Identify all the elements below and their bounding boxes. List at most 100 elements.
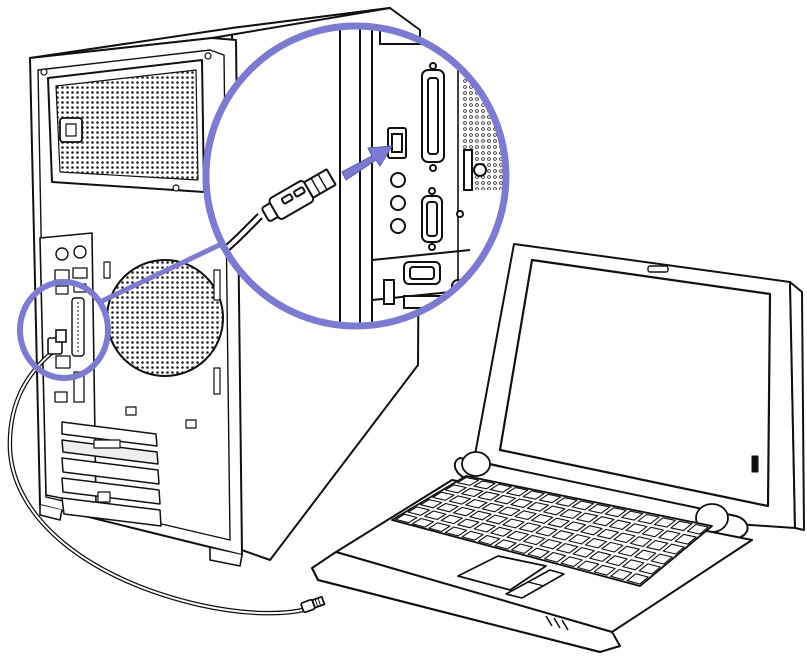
keyboard-key [560, 556, 583, 568]
keyboard-key [444, 484, 467, 494]
keyboard-key [440, 514, 463, 525]
keyboard-key [617, 545, 640, 557]
keyboard-key [626, 573, 649, 585]
keyboard-key [436, 502, 459, 513]
keyboard-key [493, 494, 517, 505]
keyboard-key [621, 510, 644, 521]
keyboard-key [469, 510, 492, 521]
keyboard-key [444, 526, 468, 537]
keyboard-key [535, 526, 558, 537]
psu-fan-grille [55, 69, 199, 181]
keyboard-key [518, 522, 542, 533]
keyboard-key [510, 543, 534, 554]
keyboard-key [596, 528, 619, 540]
usb-plug-large [261, 168, 337, 222]
keyboard-key [490, 526, 513, 537]
expansion-slots [61, 421, 162, 527]
keyboard-key [604, 507, 627, 518]
keyboard-key [634, 549, 657, 561]
status-lights [545, 615, 569, 631]
usb-port-icon [47, 329, 67, 355]
keyboard-key [577, 560, 600, 572]
keyboard-key [424, 510, 447, 521]
keyboard-key [448, 495, 471, 505]
keyboard-key [576, 512, 599, 523]
keyboard-key [465, 499, 488, 509]
keyboard-key [563, 521, 587, 532]
keyboard-key [461, 487, 484, 498]
keyboard-key [588, 503, 611, 514]
laptop-touchpad [457, 555, 547, 591]
power-supply [40, 52, 212, 193]
keyboard-key [452, 506, 476, 517]
port-highlight [17, 279, 111, 381]
keyboard-key [395, 513, 418, 524]
laptop-screen [498, 258, 772, 508]
keyboard-key [477, 491, 500, 501]
keyboard-key [489, 483, 512, 493]
keyboard-key [407, 506, 430, 516]
keyboard-key [572, 547, 595, 558]
keyboard-key [526, 501, 549, 512]
usb-cable-callout [206, 168, 337, 266]
keyboard-key [481, 502, 504, 513]
keyboard-key [510, 498, 533, 508]
keyboard-key [605, 555, 628, 567]
keyboard-key [592, 516, 615, 527]
laptop [311, 243, 805, 653]
callout-magnifier [202, 22, 510, 330]
keyboard-key [411, 517, 435, 528]
usb-cable [7, 329, 326, 616]
keyboard-key [662, 543, 685, 555]
keyboard-key [674, 533, 697, 545]
keyboard-key [584, 537, 607, 549]
keyboard-key [522, 490, 545, 500]
keyboard-key [419, 499, 443, 509]
keyboard-key [641, 526, 664, 538]
keyboard-key [531, 513, 554, 524]
keyboard-keys [395, 476, 709, 585]
keyboard-key [650, 553, 673, 565]
keyboard-key [527, 547, 550, 559]
laptop-lid-back-edge [789, 281, 805, 531]
keyboard-key [506, 530, 529, 541]
keyboard-key [494, 539, 517, 550]
keyboard-key [580, 525, 603, 536]
keyboard-key [523, 534, 546, 546]
arrow-icon [341, 145, 393, 181]
keyboard-key [539, 493, 562, 504]
keyboard-key [589, 551, 612, 562]
keyboard-key [637, 513, 660, 525]
keyboard-key [593, 564, 616, 576]
keyboard-key [456, 476, 480, 486]
keyboard-key [477, 534, 501, 546]
keyboard-key [670, 520, 693, 532]
keyboard-key [432, 491, 455, 501]
keyboard-key [514, 510, 537, 521]
keyboard-key [473, 522, 496, 533]
keyboard-key [559, 509, 582, 519]
keyboard-key [485, 514, 509, 525]
keyboard-key [629, 536, 652, 547]
keyboard-key [498, 506, 521, 517]
keyboard-key [610, 568, 633, 581]
keyboard-key [428, 522, 451, 533]
keyboard-key [461, 530, 484, 541]
keyboard-key [613, 532, 636, 544]
callout-connector [98, 235, 236, 305]
keyboard-key [625, 523, 648, 534]
keyboard-key [638, 563, 661, 575]
keyboard-key [544, 551, 567, 563]
keyboard-key [457, 518, 480, 529]
usb-plug-icon [300, 595, 326, 614]
keyboard-key [686, 523, 709, 535]
keyboard-key [556, 543, 579, 554]
keyboard-key [601, 541, 624, 553]
keyboard-key [502, 518, 525, 529]
keyboard-key [658, 530, 681, 541]
keyboard-key [543, 505, 566, 516]
keyboard-key [473, 480, 496, 490]
keyboard-key [653, 517, 676, 528]
